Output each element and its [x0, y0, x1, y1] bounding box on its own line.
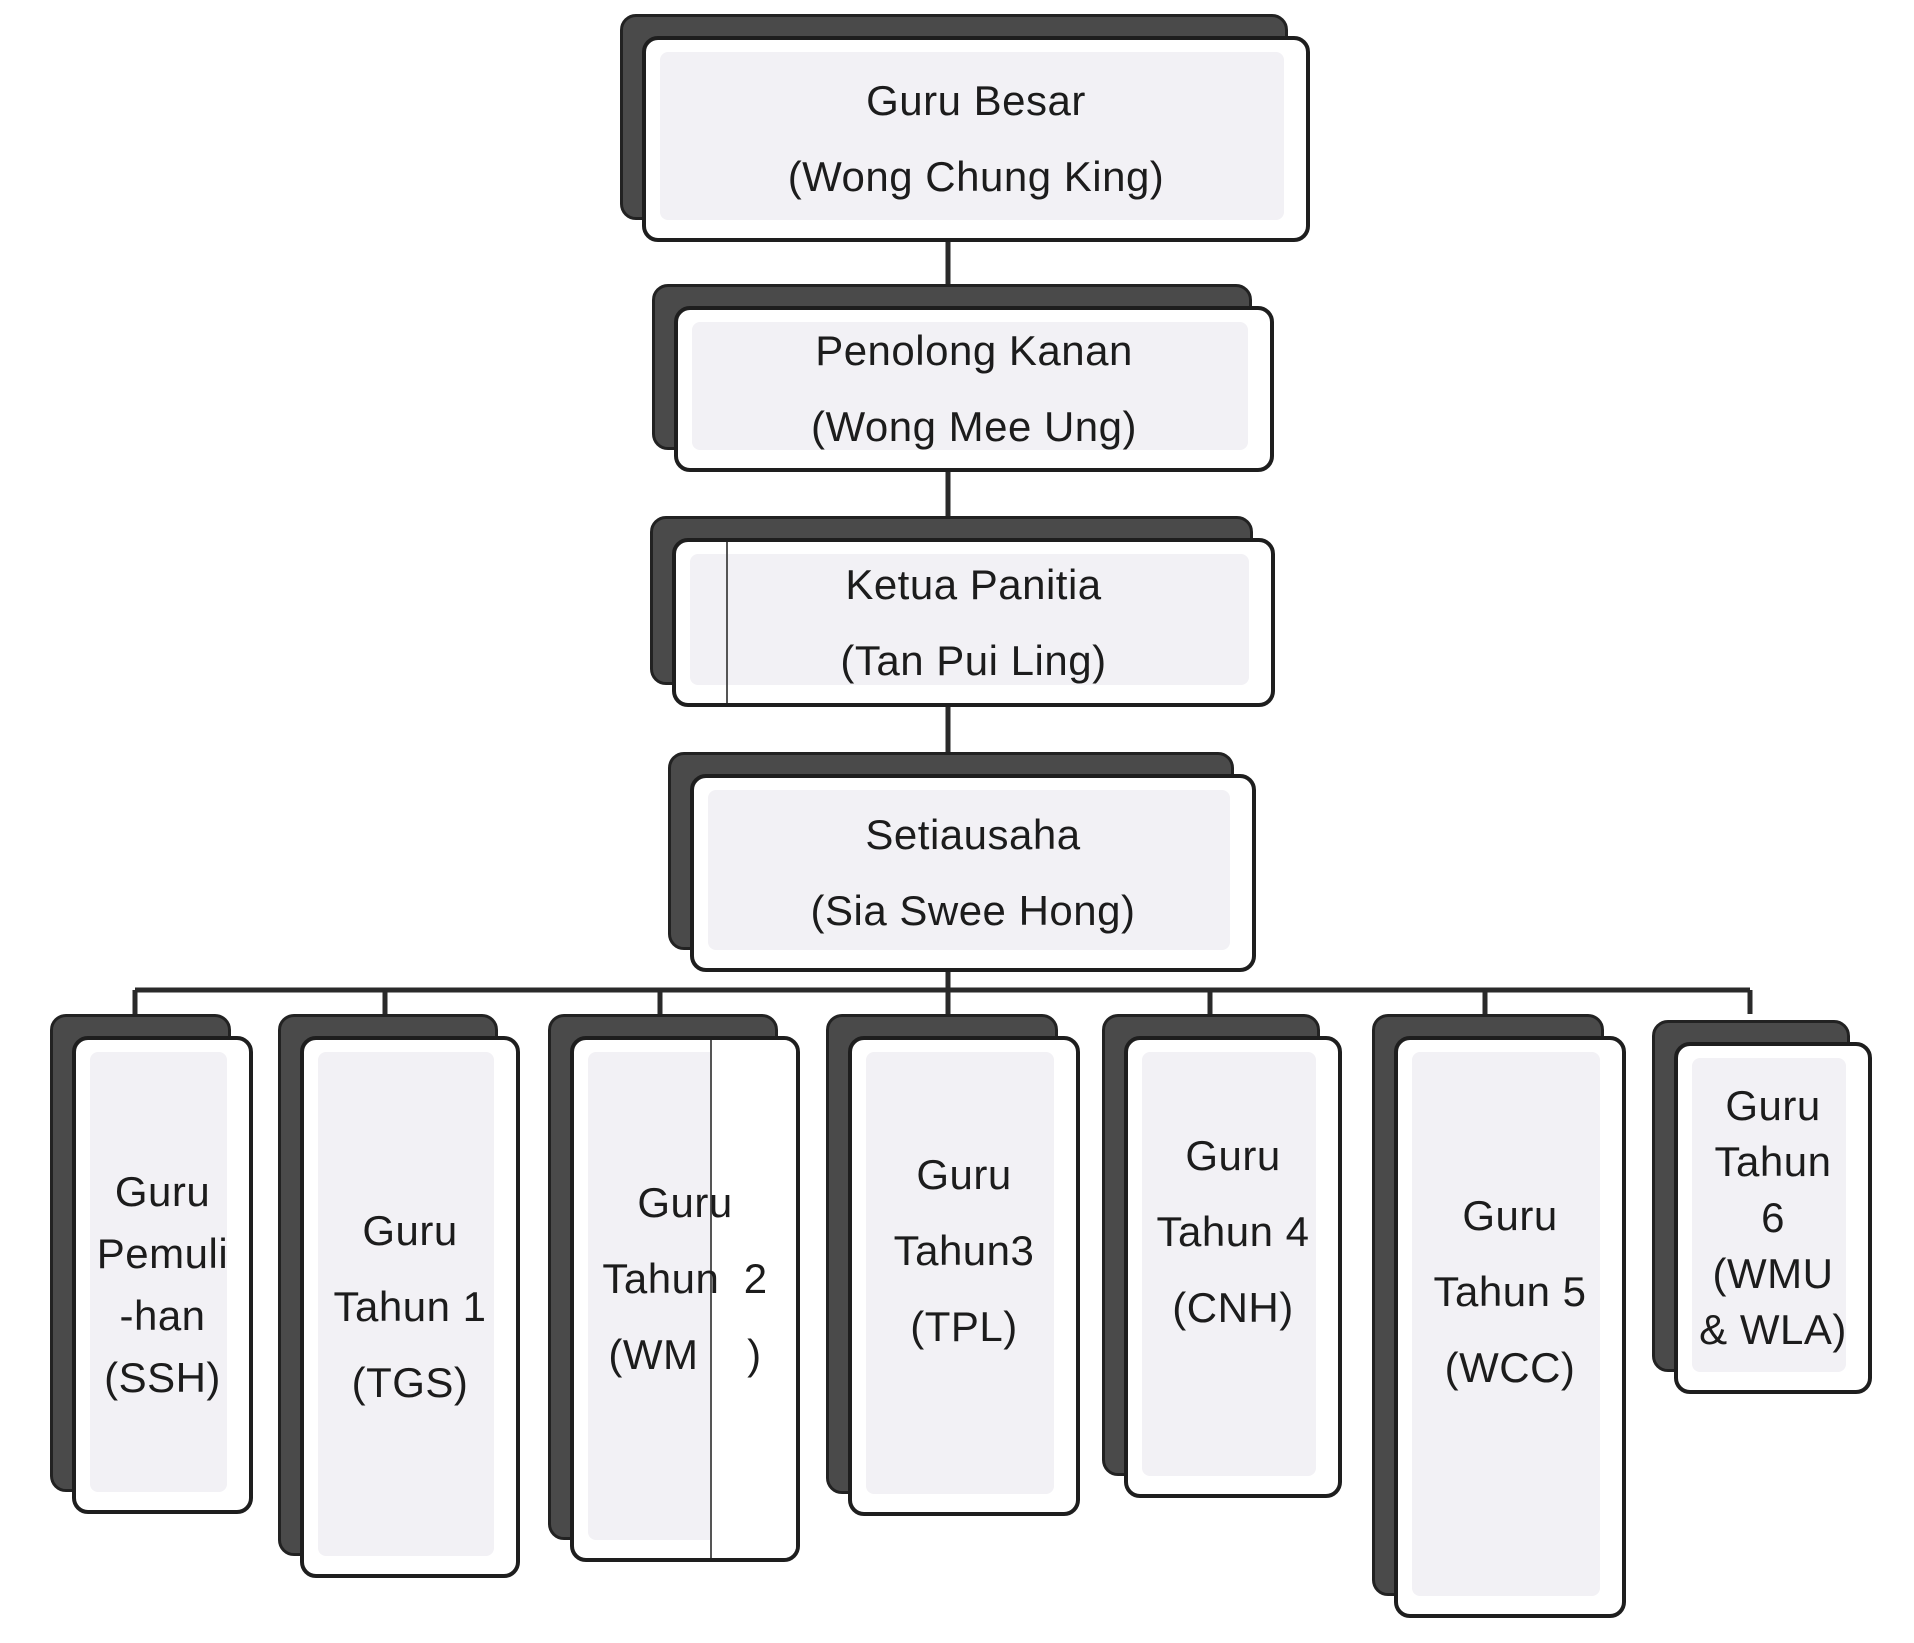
node-label: Guru Tahun 1 (TGS): [300, 1036, 520, 1578]
node-tint: [690, 554, 1249, 685]
node-face: [672, 538, 1275, 707]
node-title: Guru: [1185, 1132, 1281, 1179]
node-person: (Wong Mee Ung): [810, 403, 1138, 450]
node-title: Penolong Kanan: [815, 327, 1133, 374]
node-title: Setiausaha: [865, 811, 1081, 858]
node-label: Ketua Panitia (Tan Pui Ling): [672, 538, 1275, 707]
node-label: Setiausaha (Sia Swee Hong): [690, 774, 1256, 972]
node-tint: [708, 790, 1230, 950]
node-tint: [318, 1052, 494, 1556]
node-face: [674, 306, 1274, 472]
node-tint: [660, 52, 1284, 220]
node-title: Pemuli: [96, 1230, 229, 1277]
node-tint: [1692, 1058, 1846, 1372]
node-guru-tahun-6: Guru Tahun 6 (WMU & WLA): [1652, 1020, 1872, 1394]
scan-gap: [712, 1040, 796, 1558]
node-face: [1124, 1036, 1342, 1498]
node-guru-tahun-5: Guru Tahun 5 (WCC): [1372, 1014, 1626, 1618]
node-title: Tahun: [1714, 1138, 1832, 1185]
node-label: Guru Tahun 2 (WM ): [570, 1036, 800, 1562]
node-penolong-kanan: Penolong Kanan (Wong Mee Ung): [652, 284, 1274, 472]
node-face: [570, 1036, 800, 1562]
node-person: (WCC): [1444, 1344, 1576, 1391]
node-title: Tahun 1: [333, 1283, 487, 1330]
node-person: (Wong Chung King): [787, 153, 1165, 200]
node-person: (TGS): [351, 1359, 469, 1406]
node-face: [1674, 1042, 1872, 1394]
node-tint: [692, 322, 1248, 450]
node-person: (Tan Pui Ling): [840, 636, 1107, 684]
node-person: (SSH): [104, 1354, 221, 1401]
node-title: Guru: [1462, 1192, 1558, 1239]
node-title: Guru Besar: [866, 77, 1086, 124]
node-guru-tahun-2: Guru Tahun 2 (WM ): [548, 1014, 800, 1562]
node-title: Guru: [637, 1179, 733, 1226]
node-label: Guru Besar (Wong Chung King): [642, 36, 1310, 242]
node-label: Guru Tahun 6 (WMU & WLA): [1674, 1042, 1872, 1394]
node-title: -han: [119, 1292, 206, 1339]
node-title: Ketua Panitia: [845, 560, 1102, 608]
node-label: Guru Tahun 5 (WCC): [1394, 1036, 1626, 1618]
node-face: [300, 1036, 520, 1578]
node-face: [848, 1036, 1080, 1516]
node-face: [690, 774, 1256, 972]
node-title: Tahun 2: [602, 1255, 768, 1302]
node-title: Guru: [362, 1207, 458, 1254]
node-person: (Sia Swee Hong): [810, 887, 1136, 934]
node-person: (WM ): [608, 1331, 762, 1378]
node-guru-besar: Guru Besar (Wong Chung King): [620, 14, 1310, 242]
node-person: (WMU: [1712, 1250, 1834, 1297]
node-title: Tahun3: [893, 1227, 1035, 1274]
node-face: [72, 1036, 253, 1514]
node-guru-pemulihan: Guru Pemuli -han (SSH): [50, 1014, 253, 1514]
node-person: (TPL): [910, 1303, 1018, 1350]
node-label: Guru Pemuli -han (SSH): [72, 1036, 253, 1514]
node-title: Guru: [114, 1168, 211, 1215]
node-label: Guru Tahun 4 (CNH): [1124, 1036, 1342, 1498]
node-guru-tahun-4: Guru Tahun 4 (CNH): [1102, 1014, 1342, 1498]
node-title: Tahun 5: [1433, 1268, 1587, 1315]
node-divider: [726, 542, 728, 703]
node-title: Tahun 4: [1156, 1208, 1310, 1255]
node-title: Guru: [916, 1151, 1012, 1198]
node-label: Guru Tahun3 (TPL): [848, 1036, 1080, 1516]
node-tint: [1142, 1052, 1316, 1476]
node-title: 6: [1761, 1194, 1785, 1241]
node-label: Penolong Kanan (Wong Mee Ung): [674, 306, 1274, 472]
node-face: [642, 36, 1310, 242]
node-ketua-panitia: Ketua Panitia (Tan Pui Ling): [650, 516, 1275, 707]
node-guru-tahun-1: Guru Tahun 1 (TGS): [278, 1014, 520, 1578]
node-tint: [866, 1052, 1054, 1494]
node-face: [1394, 1036, 1626, 1618]
scan-gap-edge: [710, 1040, 712, 1558]
node-title: Guru: [1725, 1082, 1821, 1129]
node-setiausaha: Setiausaha (Sia Swee Hong): [668, 752, 1256, 972]
node-person: & WLA): [1699, 1306, 1847, 1353]
node-tint: [90, 1052, 227, 1492]
node-person: (CNH): [1172, 1284, 1294, 1331]
node-tint: [1412, 1052, 1600, 1596]
node-guru-tahun-3: Guru Tahun3 (TPL): [826, 1014, 1080, 1516]
